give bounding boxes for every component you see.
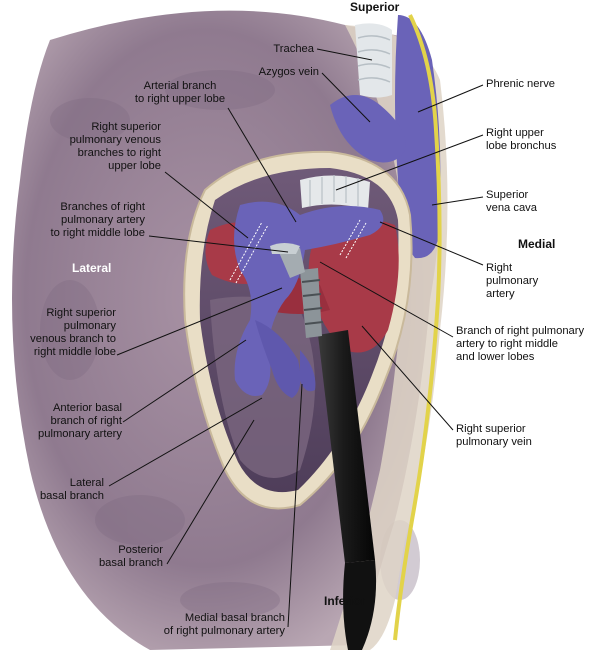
label-azygos-vein: Azygos vein <box>215 66 319 79</box>
label-line: Right superior <box>46 307 116 319</box>
label-line: Right superior <box>456 423 526 435</box>
label-line: Right upper <box>486 127 544 139</box>
label-line: artery to right middle <box>456 338 558 350</box>
label-trachea: Trachea <box>210 43 314 56</box>
azygos-vein <box>330 95 406 163</box>
label-line: to right middle lobe <box>50 227 145 239</box>
label-line: pulmonary venous <box>69 134 161 146</box>
orientation-lateral: Lateral <box>72 261 112 275</box>
label-rpa-branch-ml: Branch of right pulmonary artery to righ… <box>456 325 594 364</box>
orientation-superior: Superior <box>350 0 400 14</box>
label-line: Branches of right <box>60 201 145 213</box>
label-line: Superior <box>486 189 529 201</box>
label-phrenic-nerve: Phrenic nerve <box>486 78 592 91</box>
label-line: venous branch to <box>30 333 116 345</box>
label-rpa-middle: Branches of right pulmonary artery to ri… <box>14 201 145 240</box>
orientation-inferior: Inferior <box>324 594 366 608</box>
right-pulmonary-artery <box>308 219 399 353</box>
label-line: pulmonary artery <box>61 214 145 226</box>
label-line: Right superior <box>91 121 161 133</box>
label-line: branch of right <box>50 415 122 427</box>
label-anterior-basal: Anterior basal branch of right pulmonary… <box>4 402 122 441</box>
label-rul-bronchus: Right upper lobe bronchus <box>486 127 592 153</box>
label-line: basal branch <box>39 490 104 502</box>
label-svc: Superior vena cava <box>486 189 592 215</box>
venous-branch-basal <box>300 350 316 392</box>
label-line: of right pulmonary artery <box>163 625 285 637</box>
label-line: Anterior basal <box>52 402 122 414</box>
label-rspv: Right superior pulmonary vein <box>456 423 586 449</box>
label-line: to right upper lobe <box>134 93 226 105</box>
label-line: pulmonary <box>63 320 116 332</box>
label-line: Arterial branch <box>143 80 217 92</box>
label-posterior-basal: Posterior basal branch <box>70 544 163 570</box>
label-phrenic-nerve-text: Phrenic nerve <box>486 78 556 90</box>
label-line: vena cava <box>486 202 537 214</box>
label-medial-basal: Medial basal branch of right pulmonary a… <box>130 612 285 638</box>
label-line: right middle lobe <box>33 346 116 358</box>
label-line: pulmonary <box>486 275 539 287</box>
label-trachea-text: Trachea <box>273 43 314 55</box>
label-rpa: Right pulmonary artery <box>486 262 592 301</box>
trachea <box>355 23 392 98</box>
label-rspv-middle: Right superior pulmonary venous branch t… <box>4 307 116 359</box>
label-arterial-branch-rul: Arterial branch to right upper lobe <box>110 80 250 106</box>
label-line: pulmonary vein <box>456 436 532 448</box>
label-line: artery <box>486 288 515 300</box>
label-line: Branch of right pulmonary <box>456 325 585 337</box>
label-line: Lateral <box>69 477 104 489</box>
label-line: and lower lobes <box>456 351 535 363</box>
label-line: Medial basal branch <box>184 612 285 624</box>
leader-lines <box>108 48 484 628</box>
label-line: basal branch <box>98 557 163 569</box>
staple-lines <box>229 219 367 284</box>
orientation-medial: Medial <box>518 237 556 251</box>
label-line: branches to right <box>77 147 161 159</box>
label-line: pulmonary artery <box>38 428 122 440</box>
label-azygos-vein-text: Azygos vein <box>258 66 319 78</box>
venous-branch-middle-lobe <box>255 320 301 398</box>
label-line: lobe bronchus <box>486 140 557 152</box>
label-lateral-basal: Lateral basal branch <box>10 477 104 503</box>
label-line: Posterior <box>118 544 163 556</box>
label-rspv-upper: Right superior pulmonary venous branches… <box>40 121 161 173</box>
endoscopic-stapler <box>270 243 377 650</box>
label-line: upper lobe <box>108 160 161 172</box>
label-line: Right <box>486 262 513 274</box>
